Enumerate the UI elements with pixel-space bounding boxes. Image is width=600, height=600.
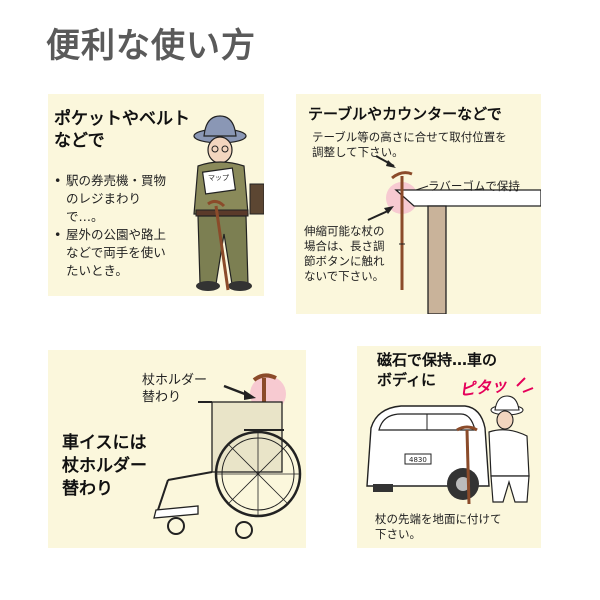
table-cane-illustration	[367, 155, 541, 314]
heading-line: 杖ホルダー	[62, 456, 147, 476]
holder-label: 杖ホルダー 替わり	[142, 372, 207, 406]
elderly-man-illustration: マップ	[193, 115, 264, 291]
book-label: マップ	[208, 174, 229, 182]
heading-line: ボディに	[377, 371, 436, 389]
heading-line: 磁石で保持…車の	[377, 351, 498, 369]
note-line: 節ボタンに触れ	[304, 254, 385, 268]
note-line: 伸縮可能な杖の	[304, 224, 385, 238]
panel-table-counter: テーブルやカウンターなどで テーブル等の高さに合せて取付位置を 調整して下さい。…	[296, 94, 541, 314]
heading-line: 車イスには	[62, 433, 147, 453]
panel-table-heading: テーブルやカウンターなどで	[308, 105, 502, 123]
telescopic-note: 伸縮可能な杖の 場合は、長さ調 節ボタンに触れ ないで下さい。	[304, 224, 402, 284]
panel-pocket-belt: ポケットやベルト などで 駅の券売機・買物のレジまわりで…。 屋外の公園や路上な…	[48, 94, 264, 296]
tip-caption: 杖の先端を地面に付けて 下さい。	[375, 512, 535, 542]
heading-line: ポケットやベルト	[54, 109, 190, 129]
note-line: テーブル等の高さに合せて取付位置を	[312, 130, 507, 144]
list-item: 屋外の公園や路上などで両手を使いたいとき。	[54, 226, 172, 280]
note-line: ないで下さい。	[304, 269, 385, 283]
caption-line: 杖の先端を地面に付けて	[375, 512, 502, 526]
panel-wheelchair: 杖ホルダー 替わり 車イスには 杖ホルダー 替わり	[48, 350, 306, 548]
wheelchair-illustration	[153, 373, 302, 539]
panel-wheelchair-heading: 車イスには 杖ホルダー 替わり	[62, 432, 147, 501]
list-item: 駅の券売機・買物のレジまわりで…。	[54, 172, 172, 226]
label-line: 替わり	[142, 390, 182, 405]
license-plate: 4830	[409, 456, 427, 464]
heading-line: などで	[54, 131, 105, 151]
caption-line: 下さい。	[375, 527, 421, 541]
panel-car-heading: 磁石で保持…車の ボディに	[377, 350, 497, 390]
label-line: 杖ホルダー	[142, 373, 208, 388]
panel-car-magnet: 磁石で保持…車の ボディに ピタッ 4830 杖の先端を地面に付けて 下さい。	[357, 346, 541, 548]
usage-list: 駅の券売機・買物のレジまわりで…。 屋外の公園や路上などで両手を使いたいとき。	[54, 172, 172, 280]
adjust-note: テーブル等の高さに合せて取付位置を 調整して下さい。	[312, 130, 536, 160]
heading-line: 替わり	[62, 479, 113, 499]
panel-pocket-heading: ポケットやベルト などで	[54, 108, 190, 152]
rubber-label: ラバーゴムで保持	[428, 179, 520, 193]
page-title: 便利な使い方	[46, 26, 256, 66]
note-line: 場合は、長さ調	[304, 239, 385, 253]
car-illustration: 4830	[366, 377, 534, 505]
note-line: 調整して下さい。	[312, 145, 404, 159]
